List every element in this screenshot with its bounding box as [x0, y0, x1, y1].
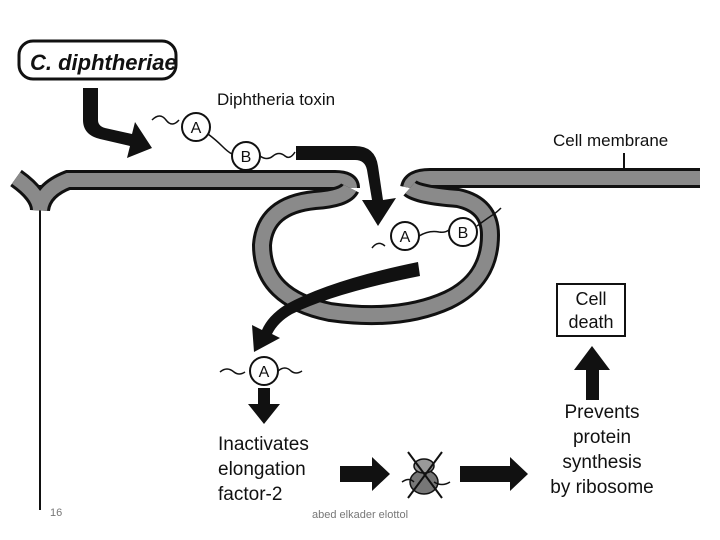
organism-title: C. diphtheriae: [30, 50, 177, 75]
toxin-label: Diphtheria toxin: [217, 90, 335, 109]
arrow-to-ribosome: [340, 457, 390, 491]
arrow-to-prevents: [460, 457, 528, 491]
toxin-b-label: B: [241, 149, 252, 166]
internal-b-label: B: [458, 225, 469, 242]
inactivates-text: Inactivates elongation factor-2: [218, 434, 309, 505]
author-footer: abed elkader elottol: [312, 509, 409, 521]
prevents-line-4: by ribosome: [550, 477, 654, 498]
fragment-a-label: A: [259, 364, 270, 381]
entry-arrow: [296, 146, 396, 226]
ribosome-icon: [401, 451, 451, 499]
prevents-line-3: synthesis: [562, 452, 641, 473]
up-arrow-cell-death: [574, 346, 610, 400]
cell-death-line-1: Cell: [575, 289, 606, 309]
down-arrow-inactivates: [248, 388, 280, 424]
inactivates-line-1: Inactivates: [218, 434, 309, 455]
free-a-fragment: A: [219, 356, 303, 386]
slide-number: 16: [50, 507, 63, 519]
cell-membrane: [10, 168, 700, 510]
release-arrow: [252, 262, 420, 352]
membrane-label: Cell membrane: [553, 131, 668, 150]
cell-death-line-2: death: [568, 312, 613, 332]
bacteria-to-toxin-arrow: [83, 88, 152, 158]
prevents-line-2: protein: [573, 427, 631, 448]
inactivates-line-3: factor-2: [218, 484, 282, 505]
free-toxin: A B: [151, 112, 296, 171]
internal-a-label: A: [400, 229, 411, 246]
cell-death-box: Cell death: [556, 283, 626, 337]
organism-title-box: C. diphtheriae: [17, 39, 178, 81]
prevents-text: Prevents protein synthesis by ribosome: [550, 402, 654, 498]
inactivates-line-2: elongation: [218, 459, 306, 480]
toxin-a-label: A: [191, 120, 202, 137]
internalized-toxin: A B: [371, 207, 502, 251]
prevents-line-1: Prevents: [565, 402, 640, 423]
